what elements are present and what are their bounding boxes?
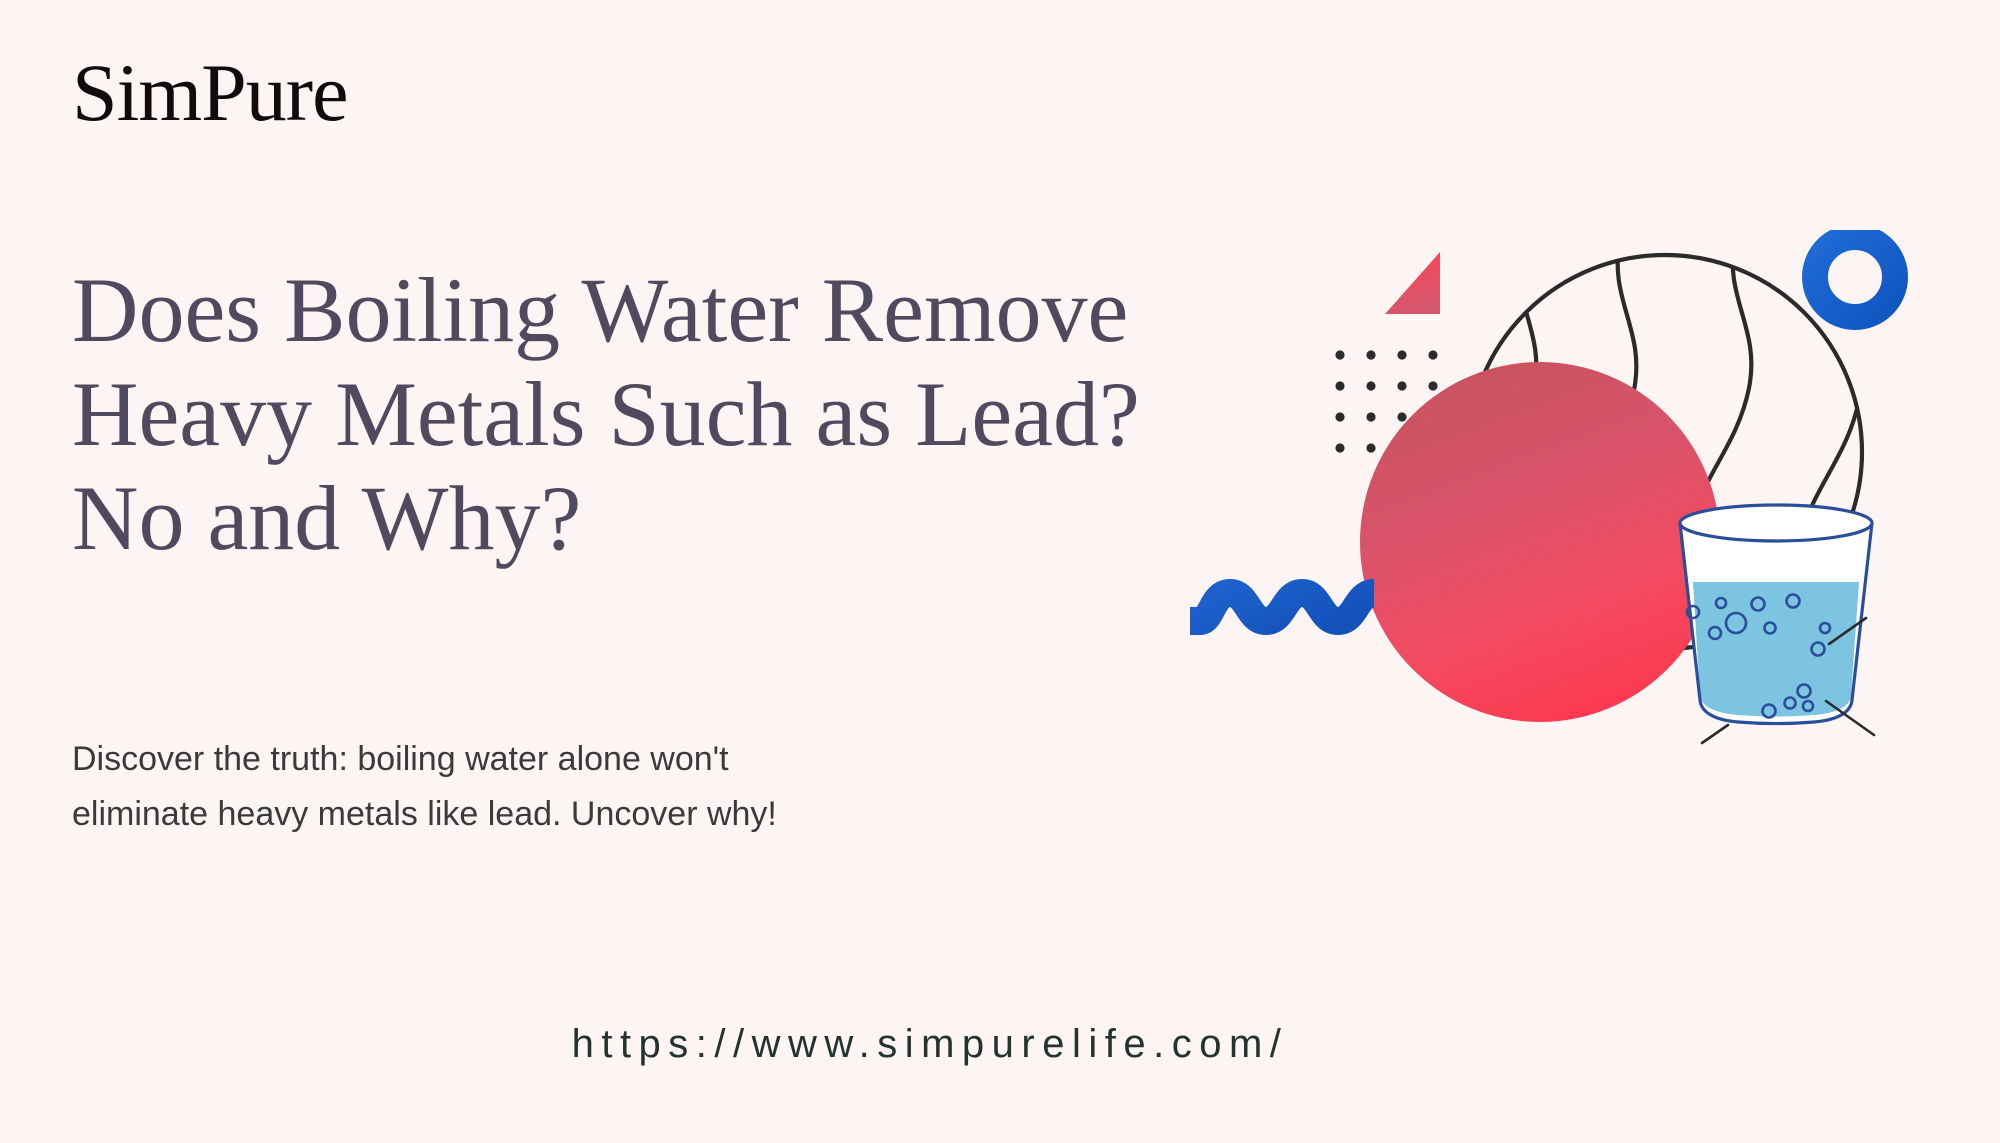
subtitle-line-2: eliminate heavy metals like lead. Uncove…: [72, 795, 777, 833]
headline-line-2: Heavy Metals Such as Lead?: [72, 363, 1140, 465]
blue-ring-icon: [1802, 230, 1908, 330]
water-glass-icon: [1678, 503, 1876, 745]
headline-line-1: Does Boiling Water Remove: [72, 259, 1129, 361]
subtitle-line-1: Discover the truth: boiling water alone …: [72, 740, 729, 778]
decorative-artwork: [1190, 230, 2000, 930]
brand-logo: SimPure: [72, 47, 348, 138]
page-title: Does Boiling Water Remove Heavy Metals S…: [72, 258, 1192, 570]
subtitle-text: Discover the truth: boiling water alone …: [72, 732, 972, 842]
red-triangle-icon: [1385, 252, 1440, 314]
blue-wave-icon: [1190, 579, 1377, 635]
website-url[interactable]: https://www.simpurelife.com/: [571, 1022, 1289, 1066]
red-circle-icon: [1360, 362, 1720, 722]
headline-line-3: No and Why?: [72, 467, 582, 569]
